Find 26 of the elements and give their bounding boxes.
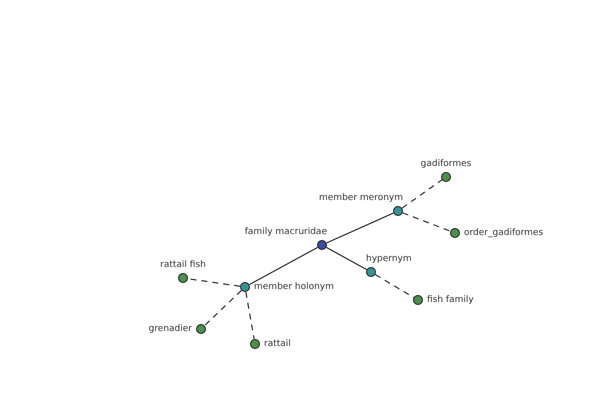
node-label: gadiformes (420, 159, 472, 170)
graph-node (244, 227, 327, 250)
graph-node (148, 324, 206, 334)
graph-node (250, 338, 291, 350)
node-label: grenadier (148, 324, 192, 334)
connector-line (245, 291, 255, 340)
connector-line (326, 212, 394, 244)
connector-line (248, 246, 318, 286)
node-label: member holonym (254, 282, 334, 292)
node-label: fish family (427, 294, 474, 306)
graph-node (319, 193, 403, 216)
connector-line (326, 246, 368, 270)
connector-line (374, 274, 414, 298)
node-label: order_gadiformes (464, 228, 544, 238)
node-label: rattail (264, 338, 291, 350)
node-label: member meronym (319, 193, 403, 204)
connector-line (204, 290, 242, 326)
graph-node (413, 294, 474, 306)
connector-line (402, 212, 451, 232)
graph-node (366, 254, 412, 277)
graph-node (420, 159, 472, 182)
node-label: rattail fish (160, 260, 206, 271)
node-label: hypernym (366, 254, 412, 265)
graph-node (160, 260, 206, 283)
connector-line (402, 179, 442, 209)
node-label: family macruridae (244, 227, 327, 238)
